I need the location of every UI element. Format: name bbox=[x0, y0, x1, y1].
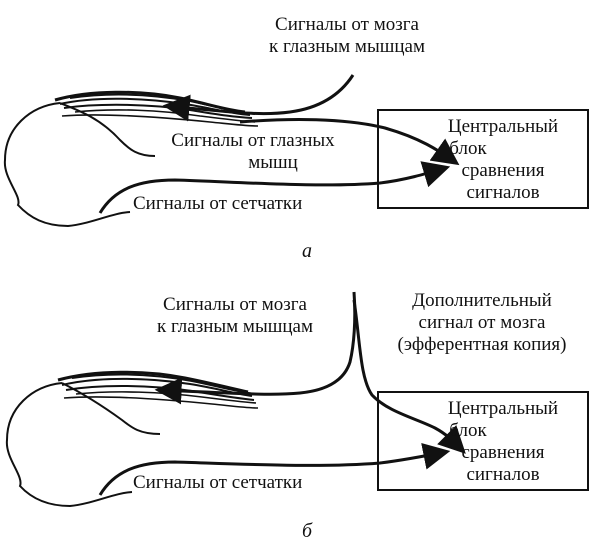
central-block-a bbox=[377, 109, 589, 209]
arrow-retina-to-block-b bbox=[98, 442, 451, 496]
label-from-retina-b: Сигналы от сетчатки bbox=[133, 472, 303, 493]
eyeball-a bbox=[3, 102, 131, 228]
panel-b bbox=[5, 291, 589, 508]
label-brain-to-muscles-a-line2: к глазным мышцам bbox=[269, 36, 425, 57]
arrow-brain-to-muscles-a bbox=[162, 74, 355, 122]
label-efferent-b-line3: (эфферентная копия) bbox=[397, 334, 567, 355]
central-block-a-text: Центральный блок сравнения сигналов bbox=[418, 116, 588, 204]
block-a-line3: сравнения bbox=[461, 160, 545, 181]
label-brain-to-muscles-b: Сигналы от мозга к глазным мышцам bbox=[120, 294, 350, 338]
panel-b-letter: б bbox=[302, 520, 313, 542]
panel-a bbox=[3, 74, 589, 228]
block-a-line4: сигналов bbox=[466, 182, 540, 203]
label-from-muscles-a: Сигналы от глазных мышц bbox=[128, 130, 378, 174]
label-brain-to-muscles-a: Сигналы от мозга к глазным мышцам bbox=[232, 14, 462, 58]
block-a-line2: блок bbox=[449, 138, 487, 159]
block-b-line3: сравнения bbox=[461, 442, 545, 463]
label-efferent-b-line2: сигнал от мозга bbox=[418, 312, 546, 333]
label-brain-to-muscles-a-line1: Сигналы от мозга bbox=[275, 14, 419, 35]
label-brain-to-muscles-b-line2: к глазным мышцам bbox=[157, 316, 313, 337]
panel-a-letter: а bbox=[302, 240, 312, 262]
arrow-retina-to-block-a bbox=[98, 161, 451, 214]
eye-muscles-a bbox=[54, 90, 259, 127]
label-from-muscles-a-line2: мышц bbox=[248, 152, 298, 173]
eye-outline-lower-a bbox=[59, 102, 156, 157]
label-from-muscles-a-line1: Сигналы от глазных bbox=[171, 130, 335, 151]
block-a-line1: Центральный bbox=[447, 116, 559, 137]
label-brain-to-muscles-b-line1: Сигналы от мозга bbox=[163, 294, 307, 315]
central-block-b bbox=[377, 391, 589, 491]
label-efferent-b-line1: Дополнительный bbox=[412, 290, 552, 311]
block-b-line4: сигналов bbox=[466, 464, 540, 485]
arrow-muscles-to-block-a bbox=[239, 118, 460, 166]
block-b-line2: блок bbox=[449, 420, 487, 441]
eyeball-b bbox=[5, 382, 133, 508]
label-efferent-copy-b: Дополнительный сигнал от мозга (эфферент… bbox=[368, 290, 596, 356]
label-from-retina-a: Сигналы от сетчатки bbox=[133, 193, 303, 214]
arrow-efferent-copy-b bbox=[352, 299, 466, 454]
block-b-line1: Центральный bbox=[447, 398, 559, 419]
eye-muscles-b bbox=[57, 370, 259, 409]
eye-outline-lower-b bbox=[61, 382, 161, 435]
central-block-b-text: Центральный блок сравнения сигналов bbox=[418, 398, 588, 486]
arrow-brain-down-b bbox=[154, 291, 357, 405]
